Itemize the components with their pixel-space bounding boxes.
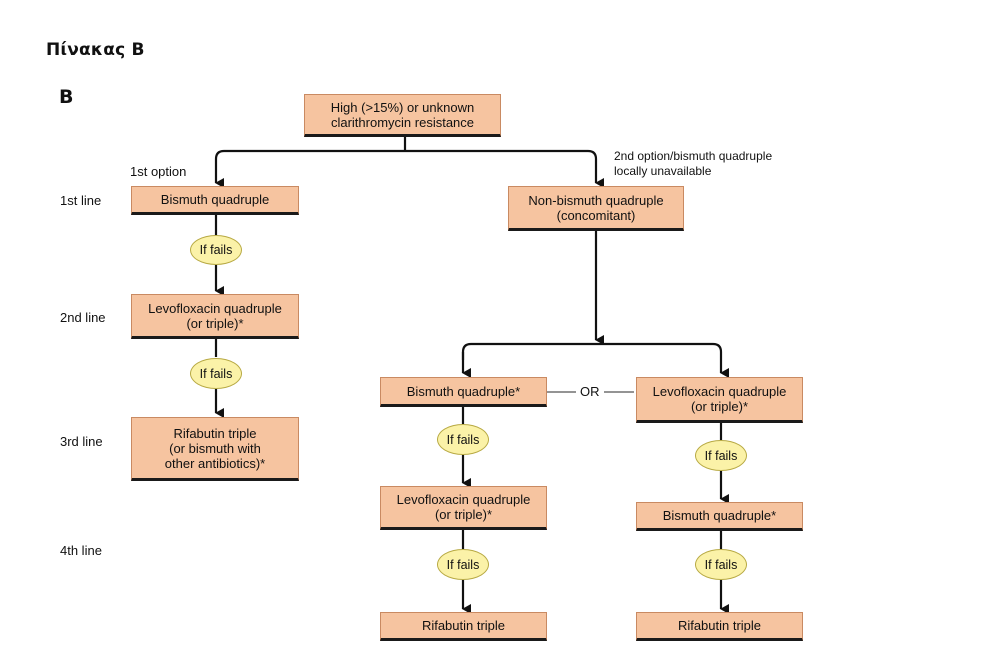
if-fails-oval-left-1: If fails [190, 235, 242, 265]
if-fails-oval-mid-2: If fails [437, 549, 489, 580]
panel-letter: B [59, 86, 74, 108]
mid-split-connector [461, 342, 729, 378]
if-fails-oval-far-2: If fails [695, 549, 747, 580]
line-label-4th: 4th line [60, 543, 102, 558]
if-fails-oval-far-1: If fails [695, 440, 747, 471]
line-label-2nd: 2nd line [60, 310, 106, 325]
if-fails-oval-mid-1: If fails [437, 424, 489, 455]
box-mid-bismuth-quadruple: Bismuth quadruple* [380, 377, 547, 407]
box-left-levofloxacin-quadruple: Levofloxacin quadruple (or triple)* [131, 294, 299, 339]
box-far-levofloxacin-quadruple: Levofloxacin quadruple (or triple)* [636, 377, 803, 423]
box-left-rifabutin-triple: Rifabutin triple (or bismuth with other … [131, 417, 299, 481]
split-to-right-arrow [405, 149, 604, 188]
box-mid-rifabutin-triple: Rifabutin triple [380, 612, 547, 641]
line-label-3rd: 3rd line [60, 434, 103, 449]
first-option-note: 1st option [130, 164, 187, 179]
split-to-left-arrow [214, 149, 405, 188]
if-fails-oval-left-2: If fails [190, 358, 242, 389]
or-label: OR [576, 384, 604, 399]
second-option-note: 2nd option/bismuth quadruple locally una… [614, 149, 773, 178]
box-mid-levofloxacin-quadruple: Levofloxacin quadruple (or triple)* [380, 486, 547, 530]
box-high-resistance: High (>15%) or unknown clarithromycin re… [304, 94, 501, 137]
page-title: Πίνακας Β [46, 40, 145, 60]
box-non-bismuth-quadruple: Non-bismuth quadruple (concomitant) [508, 186, 684, 231]
line-label-1st: 1st line [60, 193, 102, 208]
box-far-bismuth-quadruple: Bismuth quadruple* [636, 502, 803, 531]
box-left-bismuth-quadruple: Bismuth quadruple [131, 186, 299, 215]
box-far-rifabutin-triple: Rifabutin triple [636, 612, 803, 641]
